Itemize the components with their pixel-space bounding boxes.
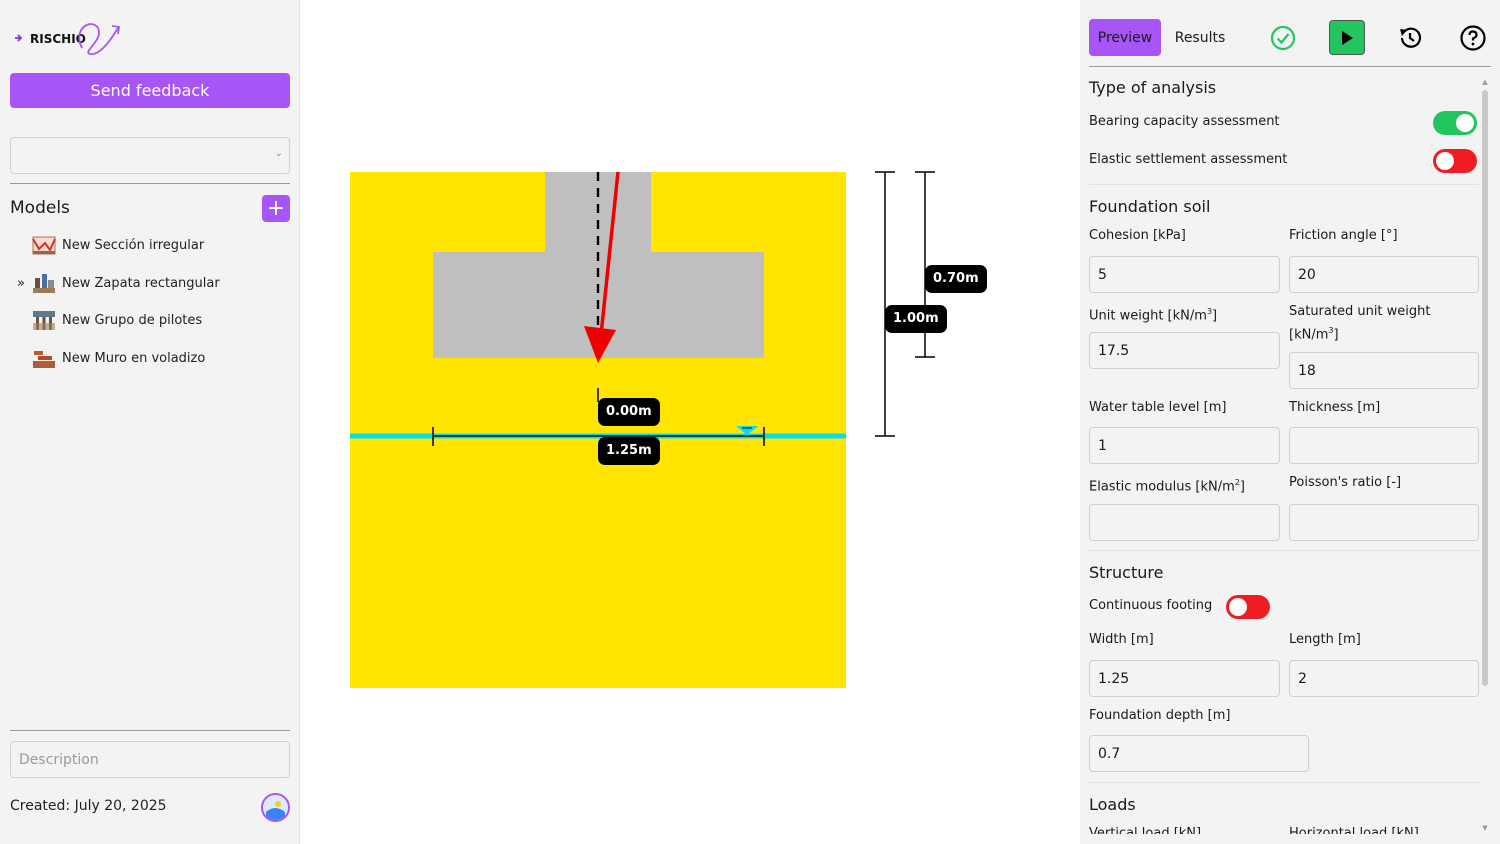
models-title: Models <box>10 198 70 218</box>
sidebar-divider <box>10 183 290 184</box>
irregular-section-icon <box>32 236 56 255</box>
length-input[interactable] <box>1289 660 1479 697</box>
model-item-label: New Grupo de pilotes <box>62 312 203 328</box>
foundation-depth-input[interactable] <box>1089 735 1309 772</box>
pile-group-icon <box>33 311 55 330</box>
scroll-up-icon[interactable]: ▲ <box>1482 78 1488 86</box>
bearing-toggle[interactable] <box>1433 111 1477 135</box>
water-table-icon <box>736 426 758 435</box>
width-label: 1.25m <box>598 437 660 465</box>
section-divider <box>1089 550 1479 551</box>
created-date: Created: July 20, 2025 <box>10 798 167 814</box>
model-select[interactable]: ⌄ <box>10 137 290 174</box>
panel-scroll-content[interactable]: Type of analysis Bearing capacity assess… <box>1080 68 1500 834</box>
section-divider <box>1089 184 1479 185</box>
loads-title: Loads <box>1089 795 1136 814</box>
scrollbar-thumb[interactable] <box>1482 90 1488 686</box>
load-arrow-head <box>584 326 616 363</box>
water-table-input[interactable] <box>1089 427 1280 464</box>
structure-title: Structure <box>1089 563 1164 582</box>
cohesion-input[interactable] <box>1089 256 1280 293</box>
sat-weight-label: Saturated unit weight[kN/m3] <box>1289 304 1431 343</box>
add-model-button[interactable]: + <box>262 195 290 222</box>
water-table-label: Water table level [m] <box>1089 400 1227 415</box>
chevron-down-icon: ⌄ <box>274 148 283 159</box>
help-icon[interactable] <box>1456 21 1490 55</box>
thickness-input[interactable] <box>1289 427 1479 464</box>
thickness-label: Thickness [m] <box>1289 400 1381 415</box>
scroll-down-icon[interactable]: ▼ <box>1482 824 1488 832</box>
panel-toolbar: Preview Results <box>1089 19 1491 67</box>
width-input[interactable] <box>1089 660 1280 697</box>
description-input[interactable] <box>10 741 290 778</box>
foundation-depth-label: 0.70m <box>925 265 987 293</box>
settlement-toggle[interactable] <box>1433 149 1477 173</box>
load-arrow[interactable] <box>599 171 620 336</box>
friction-label: Friction angle [°] <box>1289 228 1398 243</box>
soil-title: Foundation soil <box>1089 197 1211 216</box>
model-item-rectangular-footing[interactable]: » New Zapata rectangular <box>10 268 290 298</box>
poisson-input[interactable] <box>1289 504 1479 541</box>
tab-results[interactable]: Results <box>1167 19 1233 56</box>
run-button[interactable] <box>1329 20 1365 55</box>
model-item-irregular-section[interactable]: New Sección irregular <box>10 230 290 260</box>
send-feedback-button[interactable]: Send feedback <box>10 73 290 108</box>
elastic-modulus-input[interactable] <box>1089 504 1280 541</box>
continuous-footing-label: Continuous footing <box>1089 598 1213 613</box>
vertical-load-label: Vertical load [kN] <box>1089 826 1202 834</box>
model-item-label: New Zapata rectangular <box>62 275 220 291</box>
bearing-label: Bearing capacity assessment <box>1089 114 1280 129</box>
tab-preview[interactable]: Preview <box>1089 19 1161 56</box>
model-item-label: New Muro en voladizo <box>62 350 206 366</box>
analysis-title: Type of analysis <box>1089 78 1217 97</box>
total-depth-label: 1.00m <box>885 305 947 333</box>
unit-weight-label: Unit weight [kN/m3] <box>1089 307 1218 324</box>
continuous-footing-toggle[interactable] <box>1226 595 1270 619</box>
horizontal-load-label: Horizontal load [kN] <box>1289 826 1419 834</box>
length-field-label: Length [m] <box>1289 632 1361 647</box>
section-divider <box>1089 782 1479 783</box>
foundation-depth-field-label: Foundation depth [m] <box>1089 708 1231 723</box>
sat-weight-input[interactable] <box>1289 352 1479 389</box>
check-circle-icon[interactable] <box>1266 21 1300 55</box>
model-item-pile-group[interactable]: New Grupo de pilotes <box>10 305 290 335</box>
sidebar-divider <box>10 730 290 731</box>
drawing-canvas[interactable]: 0.70m 1.00m 0.00m 1.25m <box>300 0 1080 844</box>
avatar[interactable] <box>261 793 290 822</box>
settlement-label: Elastic settlement assessment <box>1089 152 1288 167</box>
left-sidebar: RISCHIO Send feedback ⌄ Models + New Sec… <box>0 0 300 844</box>
expand-icon[interactable]: » <box>17 275 25 291</box>
width-field-label: Width [m] <box>1089 632 1154 647</box>
model-item-label: New Sección irregular <box>62 237 205 253</box>
logo-text: RISCHIO <box>30 32 86 46</box>
cohesion-label: Cohesion [kPa] <box>1089 228 1186 243</box>
unit-weight-input[interactable] <box>1089 332 1280 369</box>
water-offset-label: 0.00m <box>598 398 660 426</box>
properties-panel: Preview Results Type of analysis Bearing… <box>1080 0 1500 844</box>
history-icon[interactable] <box>1393 21 1427 55</box>
model-item-cantilever-wall[interactable]: New Muro en voladizo <box>10 343 290 373</box>
cantilever-wall-icon <box>33 351 55 368</box>
play-icon <box>1342 30 1353 45</box>
rischio-logo: RISCHIO <box>12 18 132 62</box>
friction-input[interactable] <box>1289 256 1479 293</box>
elastic-modulus-label: Elastic modulus [kN/m2] <box>1089 478 1245 495</box>
poisson-label: Poisson's ratio [-] <box>1289 475 1402 490</box>
rectangular-footing-icon <box>33 274 55 293</box>
panel-scrollbar[interactable]: ▲ ▼ <box>1480 78 1490 834</box>
